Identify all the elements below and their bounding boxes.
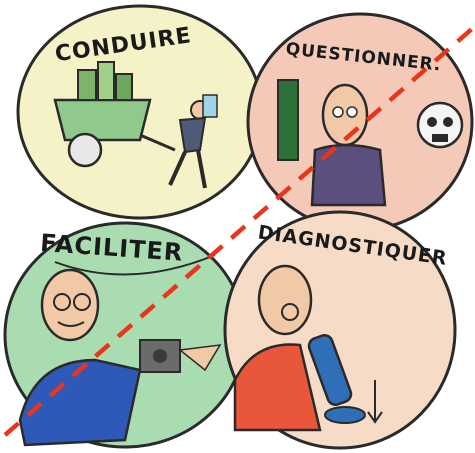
faciliter-curve — [54, 254, 216, 276]
questioner-with-skull-icon — [277, 79, 464, 207]
panel-questionner: QUESTIONNER. — [246, 12, 474, 232]
panel-faciliter: FACILITER — [3, 221, 247, 449]
red-dashed-diagonal-line — [3, 26, 475, 437]
panel-diagnostiquer: DIAGNOSTIQUER — [223, 210, 457, 450]
panel-conduire: CONDUIRE — [16, 4, 264, 220]
doctor-with-microscope-icon — [233, 264, 383, 432]
facilitator-with-glasses-icon — [18, 268, 222, 447]
wheelbarrow-worker-icon — [53, 61, 218, 189]
